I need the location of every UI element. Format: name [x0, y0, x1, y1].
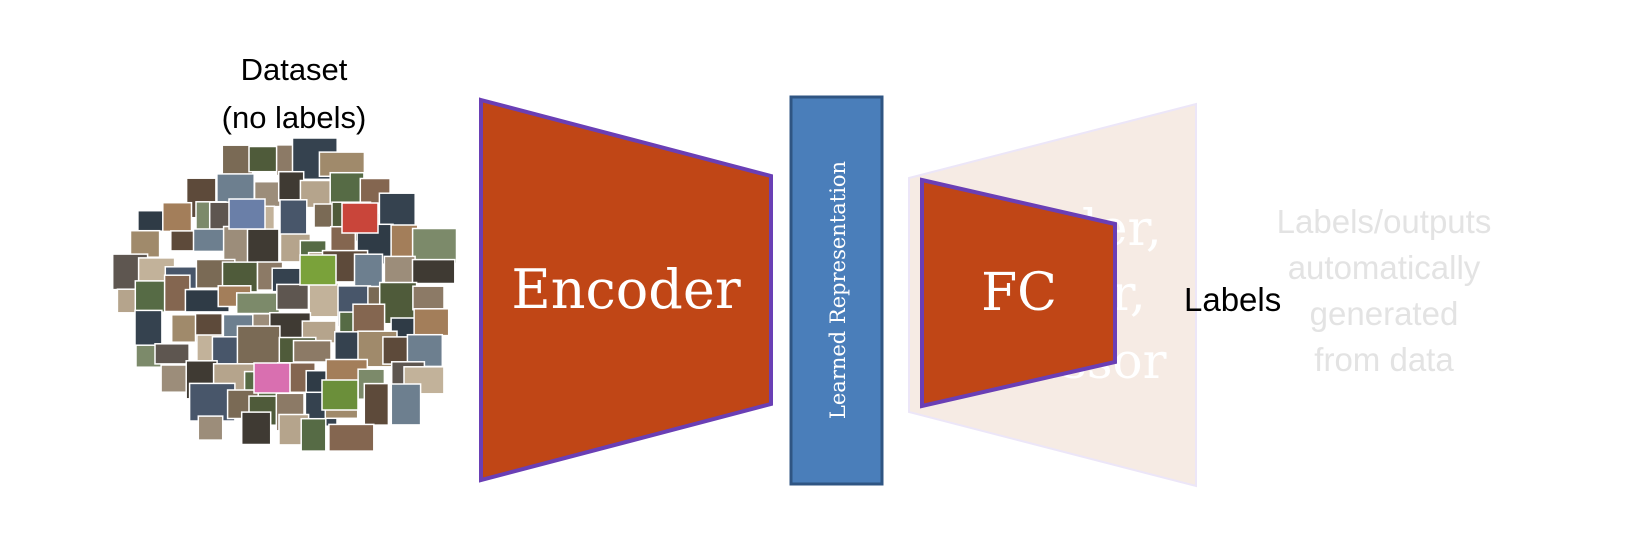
dataset-thumbnail: [353, 253, 384, 290]
dataset-thumbnail: [276, 283, 310, 311]
dataset-thumbnail: [129, 229, 161, 258]
dataset-thumbnail: [160, 364, 189, 393]
dataset-thumbnail: [308, 282, 340, 318]
dataset-thumbnail: [134, 309, 163, 347]
dataset-thumbnail: [328, 423, 375, 452]
dataset-thumbnail: [279, 199, 308, 239]
faded-note-line-1: Labels/outputs: [1277, 203, 1492, 240]
encoder-label: Encoder: [511, 258, 740, 321]
faded-note-line-4: from data: [1314, 341, 1454, 378]
dataset-thumbnail: [292, 339, 332, 363]
fc-label: FC: [981, 263, 1057, 323]
dataset-thumbnail: [299, 254, 337, 286]
dataset-thumbnail: [411, 258, 456, 285]
dataset-thumbnail: [413, 308, 450, 337]
dataset-thumbnail: [253, 362, 291, 394]
dataset-thumbnail: [197, 415, 224, 441]
dataset-thumbnail: [321, 379, 359, 411]
faded-note: Labels/outputs automatically generated f…: [1277, 203, 1492, 378]
learned-representation-block: [789, 95, 884, 486]
dataset-thumbnail: [412, 285, 445, 311]
dataset-thumbnail: [240, 411, 272, 446]
faded-note-line-3: generated: [1310, 295, 1459, 332]
labels-output-text: Labels: [1184, 281, 1281, 318]
dataset-thumbnail: [341, 202, 379, 234]
fc-block: [920, 177, 1117, 409]
dataset-thumbnail: [363, 382, 390, 426]
dataset-thumbnail: [300, 417, 327, 452]
dataset-thumbnail: [222, 225, 249, 264]
dataset-thumbnail: [236, 325, 281, 369]
dataset-thumbnail: [235, 292, 281, 315]
dataset-thumbnail: [228, 198, 266, 230]
dataset-thumbnail: [134, 280, 169, 313]
encoder-block: [479, 97, 773, 483]
dataset-thumbnail: [162, 201, 193, 233]
dataset-subtitle: (no labels): [222, 100, 367, 135]
dataset-thumbnail: [382, 336, 411, 365]
dataset-thumbnail: [192, 228, 228, 253]
dataset-thumbnail: [154, 343, 190, 365]
dataset-title: Dataset: [241, 52, 348, 87]
dataset-thumbnail: [411, 227, 458, 265]
dataset-image-collage: [111, 137, 458, 452]
faded-note-line-2: automatically: [1288, 249, 1481, 286]
learned-representation-label: Learned Representation: [826, 161, 850, 419]
dataset-thumbnail: [390, 383, 422, 426]
